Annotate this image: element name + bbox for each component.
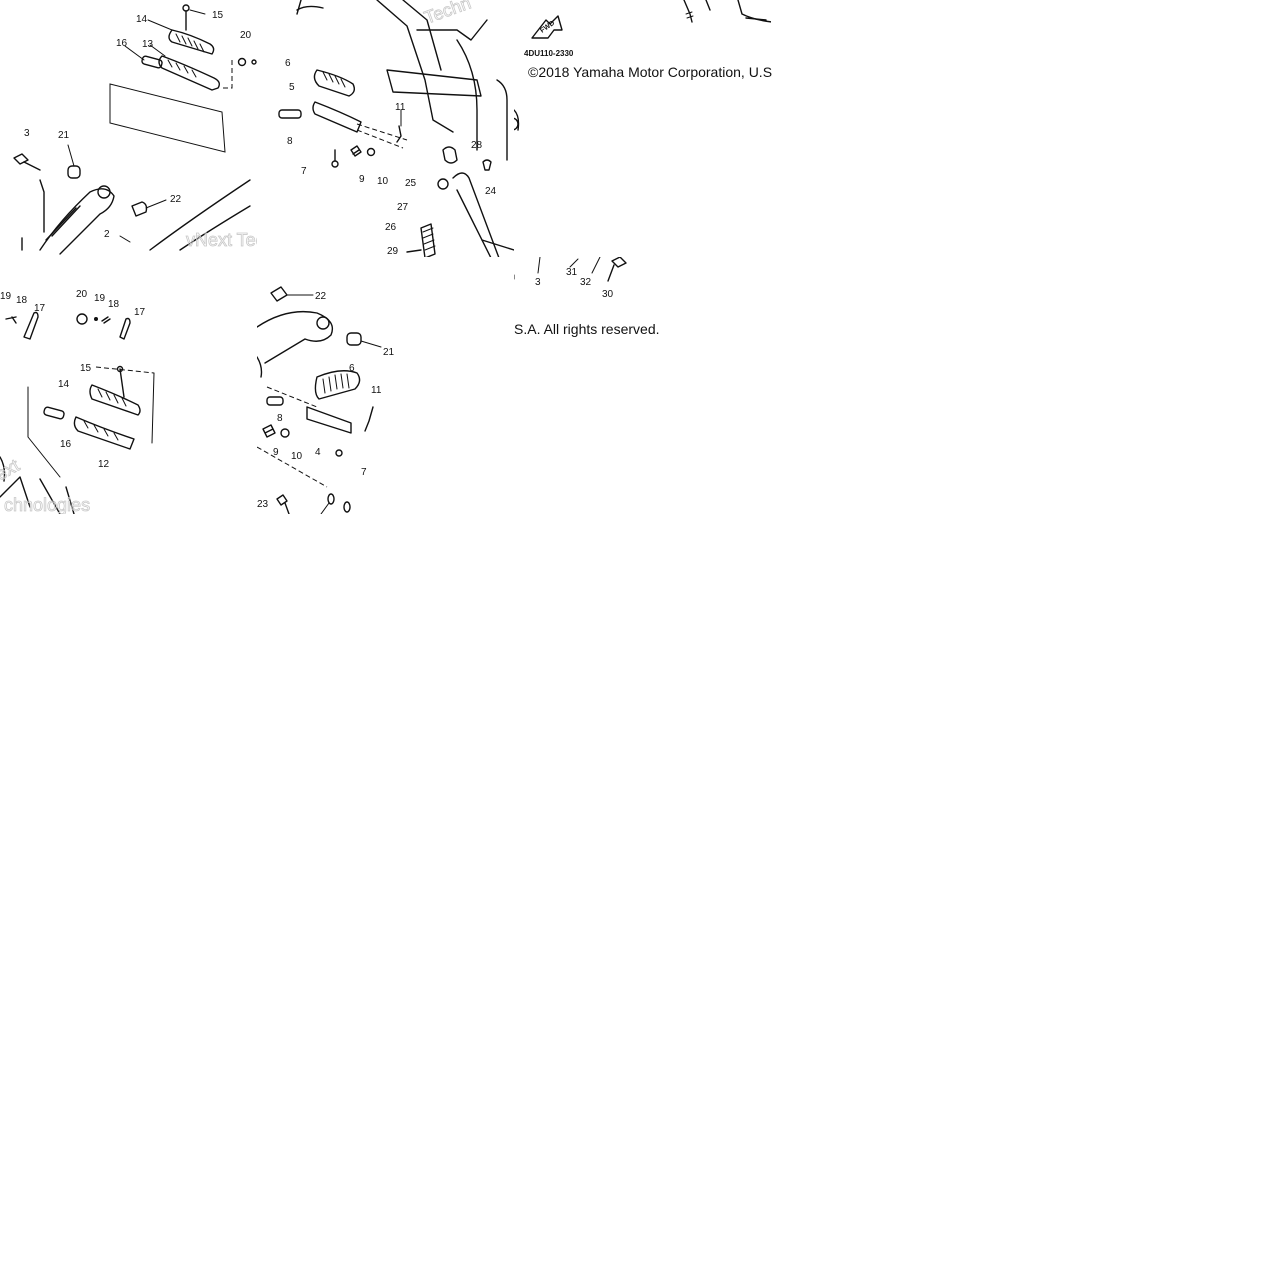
callout-label: 13 [142,39,154,50]
callout-label: 19 [0,291,12,302]
callout-label: 3 [535,277,541,288]
pin-8 [266,396,284,406]
callout-label: 5 [289,82,295,93]
callout-label: 4 [315,447,321,458]
callout-label: 7 [301,166,307,177]
callout-label: 6 [349,363,355,374]
callout-label: 29 [387,246,399,257]
callout-label: 12 [98,459,110,470]
collar-21 [67,165,81,179]
callout-label: 3 [24,128,30,139]
callout-label: 15 [80,363,92,374]
callout-label: 30 [602,289,614,300]
callout-label: 28 [471,140,483,151]
collar-21 [346,332,362,346]
bolt-23 [276,494,288,506]
callout-label: 20 [76,289,88,300]
diagram-tile-caption: FWD [514,0,771,257]
diagram-tile-sidestand-bolts: 3 31 32 30 [514,257,771,514]
callout-label: 22 [170,194,182,205]
pin-16 [43,406,65,420]
callout-label: 17 [34,303,46,314]
bolt-30-head [611,257,627,268]
callout-label: 18 [16,295,28,306]
callout-label: 19 [94,293,106,304]
pin-17 [23,311,39,340]
diagram-tile-front-footrest-sidestand: Techn 6 5 8 11 7 9 10 28 25 24 27 26 29 [257,0,514,257]
bolt-3-head [13,153,29,165]
diagram-tile-rear-footrest-lower: ext chnologies 19 18 17 20 19 18 17 15 1… [0,257,257,514]
callout-label: 23 [257,499,269,510]
fwd-arrow-icon [531,15,563,39]
dashed-box-outline [109,83,226,153]
callout-label: 21 [58,130,70,141]
box-outline [27,372,155,478]
watermark-text: vNext Tec [186,230,257,250]
bracket-5 [312,101,362,133]
watermark-text: ext [0,455,23,484]
bracket-4 [306,406,352,434]
figure-code: 4DU110-2330 [524,49,574,58]
footpeg-shape [168,29,215,55]
callout-label: 8 [277,413,283,424]
pin-17b [119,317,131,340]
callout-label: 7 [361,467,367,478]
callout-label: 21 [383,347,395,358]
callout-label: 10 [291,451,303,462]
diagram-tile-rear-footrest-upper: vNext Tec 14 15 16 13 20 3 21 22 2 [0,0,257,257]
callout-label: 14 [136,14,148,25]
spring-9 [262,424,276,438]
callout-label: 15 [212,10,224,21]
callout-label: 9 [273,447,279,458]
callout-label: 8 [287,136,293,147]
callout-label: 26 [385,222,397,233]
bracket-arm [257,310,334,364]
footpeg-14 [89,384,141,416]
bracket-12 [73,416,135,450]
footpeg-6 [314,370,361,400]
copyright-line-2: S.A. All rights reserved. [514,321,660,337]
watermark-text: chnologies [4,495,90,514]
bolt-head [182,4,190,12]
callout-label: 11 [371,385,382,396]
callout-label: 16 [116,38,128,49]
bolt-22 [131,201,148,217]
callout-label: 10 [377,176,389,187]
bracket-arm [39,188,115,255]
pin-shape [141,55,163,69]
part-28 [442,146,458,164]
callout-label: 16 [60,439,72,450]
spring-9 [350,145,362,157]
sidestand [452,172,500,257]
callout-label: 31 [566,267,578,278]
callout-label: 17 [134,307,146,318]
bracket-shape [158,55,221,91]
callout-label: 22 [315,291,327,302]
callout-label: 2 [104,229,110,240]
callout-label: 14 [58,379,70,390]
callout-label: 32 [580,277,592,288]
callout-label: 6 [285,58,291,69]
fwd-arrow-label: FWD [539,20,556,35]
part-24 [482,159,492,171]
callout-label: 18 [108,299,120,310]
part-25 [437,178,449,190]
callout-label: 20 [240,30,252,41]
callout-label: 24 [485,186,497,197]
pin-8 [278,109,302,119]
bolt-22 [270,286,288,302]
cotter-pin-11 [364,406,374,432]
spring-26 [420,223,436,257]
frame-outline [376,0,454,133]
cotter-pin-11 [396,125,402,143]
callout-label: 25 [405,178,417,189]
callout-label: 27 [397,202,409,213]
callout-label: 11 [395,102,406,113]
watermark-text: Techn [422,0,474,28]
washer-20 [76,313,88,325]
copyright-line-1: ©2018 Yamaha Motor Corporation, U.S [528,64,773,80]
footpeg-6 [313,69,356,97]
callout-label: 9 [359,174,365,185]
diagram-tile-front-footrest-lower: 22 21 6 11 8 9 10 4 7 23 [257,257,514,514]
